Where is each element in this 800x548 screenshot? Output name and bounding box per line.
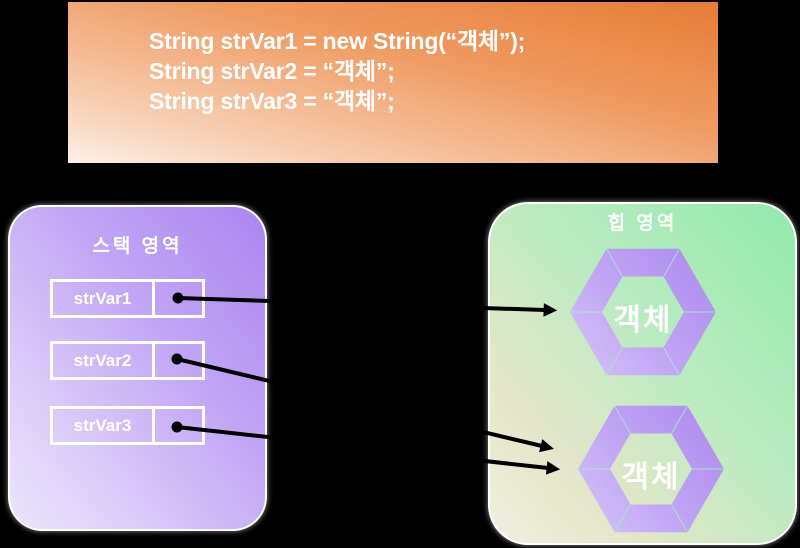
variable-name: strVar3 bbox=[73, 415, 132, 435]
variable-reference-cell bbox=[152, 282, 202, 315]
variable-reference-cell bbox=[152, 344, 202, 377]
stack-region-box: 스택 영역 strVar1 strVar2 strVar3 bbox=[8, 205, 267, 531]
code-line-3: String strVar3 = “객체”; bbox=[149, 88, 395, 114]
stack-var-row-strvar2: strVar2 bbox=[50, 341, 205, 380]
variable-name: strVar1 bbox=[73, 288, 132, 308]
heap-object-2-label: 객체 bbox=[621, 461, 681, 494]
heap-object-1-label: 객체 bbox=[613, 304, 673, 337]
stack-var-row-strvar3: strVar3 bbox=[50, 406, 205, 445]
code-line-2: String strVar2 = “객체”; bbox=[149, 58, 395, 84]
stack-var-row-strvar1: strVar1 bbox=[50, 279, 205, 318]
code-line-1: String strVar1 = new String(“객체”); bbox=[149, 28, 526, 54]
heap-region-title: 힙 영역 bbox=[607, 213, 678, 234]
variable-reference-cell bbox=[152, 409, 202, 442]
code-box: String strVar1 = new String(“객체”); Strin… bbox=[68, 2, 718, 163]
stack-region-title: 스택 영역 bbox=[92, 236, 183, 257]
variable-name: strVar2 bbox=[73, 350, 132, 370]
